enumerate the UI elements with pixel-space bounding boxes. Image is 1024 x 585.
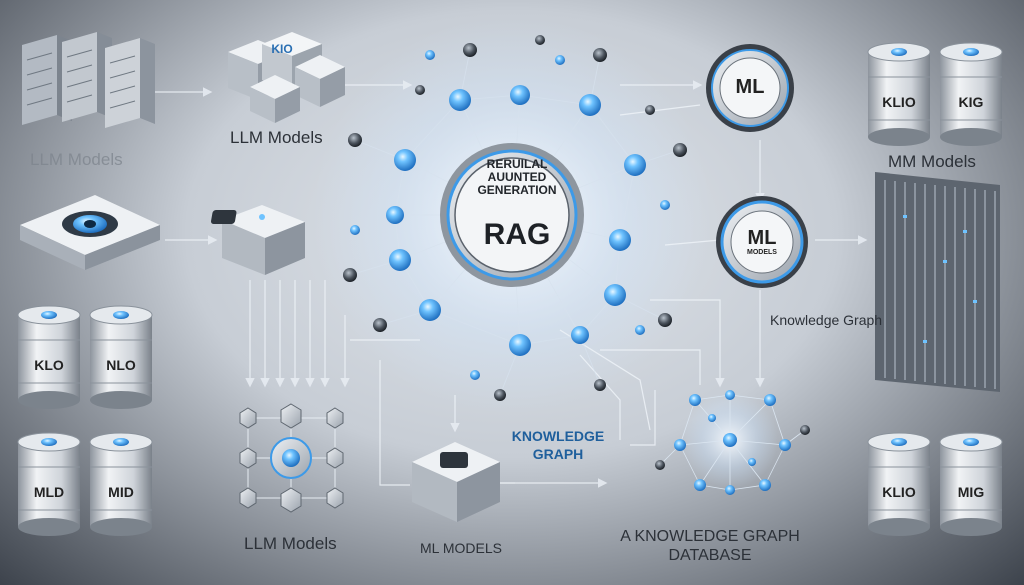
ml-top-label: ML [735, 76, 765, 98]
core-line-2: AUUNTED [487, 170, 547, 184]
llm-models-ghost-label: LLM Models [30, 150, 123, 169]
drum-label: KLO [34, 357, 64, 373]
ml-top-hub [706, 44, 794, 132]
core-line-1: RERUILAL [486, 157, 548, 171]
drum-label: MIG [957, 484, 985, 500]
ml-models-box [412, 442, 500, 522]
ml-mid-sublabel: MODELS [747, 249, 777, 256]
drum-label: KIG [958, 94, 984, 110]
knowledge-graph-cluster [655, 390, 810, 495]
ml-models-bottom-label: ML MODELS [420, 540, 502, 556]
knowledge-graph-center-line2: GRAPH [532, 446, 584, 462]
drums-left-bottom [17, 432, 153, 536]
core-face [454, 157, 570, 273]
glow-nodes [350, 50, 670, 380]
eye-scanner-device [20, 195, 160, 270]
kg-database-line1: A KNOWLEDGE GRAPH [620, 528, 800, 545]
drums-right-bottom [867, 432, 1003, 536]
drum-label: NLO [106, 357, 136, 373]
mini-server [210, 205, 305, 275]
ml-mid-hub [716, 196, 808, 288]
mm-models-label: MM Models [888, 152, 976, 171]
hexagon-cluster [239, 403, 344, 513]
ml-mid-label: ML [747, 227, 777, 249]
llm-models-bottom-label: LLM Models [244, 534, 337, 553]
knowledge-graph-right-label: Knowledge Graph [770, 312, 883, 328]
data-matrix-panel [875, 172, 1000, 392]
drum-label: MLD [33, 484, 65, 500]
knowledge-graph-center-line1: KNOWLEDGE [511, 428, 605, 444]
drums-left-mid [17, 305, 153, 409]
drum-label: KLIO [882, 94, 916, 110]
drum-label: MID [108, 484, 134, 500]
drum-label: KLIO [882, 484, 916, 500]
kg-database-line2: DATABASE [668, 547, 752, 564]
cube-stack [228, 32, 345, 123]
llm-models-top-label: LLM Models [230, 128, 323, 147]
connection-lines [150, 80, 868, 488]
server-racks [22, 32, 155, 128]
core-acronym: RAG [483, 218, 551, 251]
core-line-3: GENERATION [477, 183, 557, 197]
core-title: RERUILAL AUUNTED GENERATION [452, 158, 582, 197]
drums-right-top [867, 42, 1003, 146]
dark-nodes [343, 35, 687, 401]
cube-label: KIO [271, 42, 293, 56]
